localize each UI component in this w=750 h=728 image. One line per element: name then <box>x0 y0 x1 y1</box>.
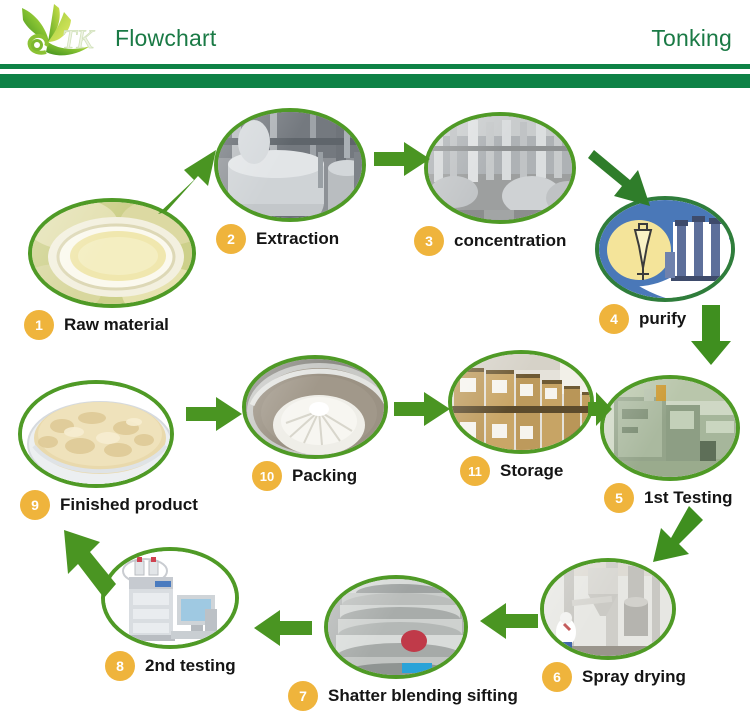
step-2-caption: 2 Extraction <box>216 224 339 254</box>
fiber-drums-warehouse-art <box>452 354 590 450</box>
step-1-badge: 1 <box>24 310 54 340</box>
header-rule-thick <box>0 74 750 88</box>
tk-leaf-logo: TK <box>6 2 118 64</box>
step-2-gloss <box>218 112 362 218</box>
step-4-purify[interactable]: 4 purify <box>595 196 735 334</box>
step-1-gloss <box>32 202 192 304</box>
page-title: Flowchart <box>115 25 217 51</box>
step-8-label: 2nd testing <box>145 656 236 675</box>
step-11-gloss <box>452 354 590 450</box>
step-3-badge: 3 <box>414 226 444 256</box>
concentration-evaporators-art <box>428 116 572 220</box>
step-4-image <box>595 196 735 302</box>
vibrating-sifter-art <box>328 579 464 675</box>
arrow-7-to-8 <box>252 608 312 648</box>
step-5-gloss <box>604 379 736 477</box>
spray-dryer-tower-art <box>544 562 672 656</box>
step-3-label: concentration <box>454 231 567 250</box>
arrow-8-to-9 <box>58 528 122 606</box>
powder-in-dish-art <box>22 384 170 484</box>
step-7-image <box>324 575 468 679</box>
step-7-shatter-blending-sifting[interactable]: 7 Shatter blending sifting <box>288 575 518 711</box>
step-10-label: Packing <box>292 466 358 485</box>
step-11-image <box>448 350 594 454</box>
step-4-label: purify <box>639 309 687 328</box>
step-6-gloss <box>544 562 672 656</box>
step-11-storage[interactable]: 11 Storage <box>448 350 594 486</box>
step-11-badge: 11 <box>460 456 490 486</box>
step-6-caption: 6 Spray drying <box>542 662 686 692</box>
arrow-2-to-3 <box>374 140 432 178</box>
arrow-9-to-10 <box>186 395 244 433</box>
step-9-badge: 9 <box>20 490 50 520</box>
step-1-caption: 1 Raw material <box>24 310 169 340</box>
step-10-image <box>242 355 388 459</box>
step-10-packing[interactable]: 10 Packing <box>242 355 388 491</box>
step-1-label: Raw material <box>64 315 169 334</box>
step-11-caption: 11 Storage <box>460 456 563 486</box>
step-2-badge: 2 <box>216 224 246 254</box>
step-7-badge: 7 <box>288 681 318 711</box>
step-8-image <box>101 547 239 649</box>
step-6-image <box>540 558 676 660</box>
step-3-caption: 3 concentration <box>414 226 566 256</box>
step-9-image <box>18 380 174 488</box>
step-8-caption: 8 2nd testing <box>105 651 236 681</box>
step-2-extraction[interactable]: 2 Extraction <box>214 108 366 254</box>
arrow-5-to-6 <box>645 504 705 566</box>
page-header: TK Flowchart Tonking <box>0 0 750 90</box>
arrow-6-to-7 <box>478 601 538 641</box>
header-rule-thin <box>0 64 750 69</box>
arrow-1-to-2 <box>152 142 226 220</box>
step-8-second-testing[interactable]: 8 2nd testing <box>101 547 239 681</box>
step-4-caption: 4 purify <box>599 304 686 334</box>
step-10-badge: 10 <box>252 461 282 491</box>
step-3-image <box>424 112 576 224</box>
step-9-label: Finished product <box>60 495 198 514</box>
step-6-badge: 6 <box>542 662 572 692</box>
step-1-image <box>28 198 196 308</box>
hplc-with-computer-art <box>105 551 235 645</box>
step-6-label: Spray drying <box>582 667 686 686</box>
extraction-tanks-art <box>218 112 362 218</box>
drum-with-liner-bag-art <box>246 359 384 455</box>
step-10-caption: 10 Packing <box>252 461 357 491</box>
sliced-root-raw-material-art <box>32 202 192 304</box>
step-1-raw-material[interactable]: 1 Raw material <box>24 198 196 340</box>
arrow-4-to-5 <box>690 305 732 367</box>
step-9-caption: 9 Finished product <box>20 490 198 520</box>
step-5-first-testing[interactable]: 5 1st Testing <box>600 375 740 513</box>
step-11-label: Storage <box>500 461 564 480</box>
step-7-label: Shatter blending sifting <box>328 686 518 705</box>
arrow-11-to-5 <box>588 390 614 428</box>
step-8-badge: 8 <box>105 651 135 681</box>
step-2-label: Extraction <box>256 229 340 248</box>
company-brand: Tonking <box>651 25 732 51</box>
arrow-3-to-4 <box>588 144 662 218</box>
step-9-finished-product[interactable]: 9 Finished product <box>18 380 198 520</box>
step-10-gloss <box>246 359 384 455</box>
step-7-gloss <box>328 579 464 675</box>
step-5-badge: 5 <box>604 483 634 513</box>
step-5-image <box>600 375 740 481</box>
step-2-image <box>214 108 366 222</box>
svg-text:TK: TK <box>62 25 95 54</box>
arrow-10-to-11 <box>394 390 452 428</box>
step-7-caption: 7 Shatter blending sifting <box>288 681 518 711</box>
step-5-label: 1st Testing <box>644 488 733 507</box>
step-3-gloss <box>428 116 572 220</box>
lab-analyzer-first-test-art <box>604 379 736 477</box>
step-3-concentration[interactable]: 3 concentration <box>414 112 576 256</box>
step-6-spray-drying[interactable]: 6 Spray drying <box>540 558 686 692</box>
step-5-caption: 5 1st Testing <box>604 483 732 513</box>
purify-funnel-columns-art <box>599 200 731 298</box>
step-4-badge: 4 <box>599 304 629 334</box>
